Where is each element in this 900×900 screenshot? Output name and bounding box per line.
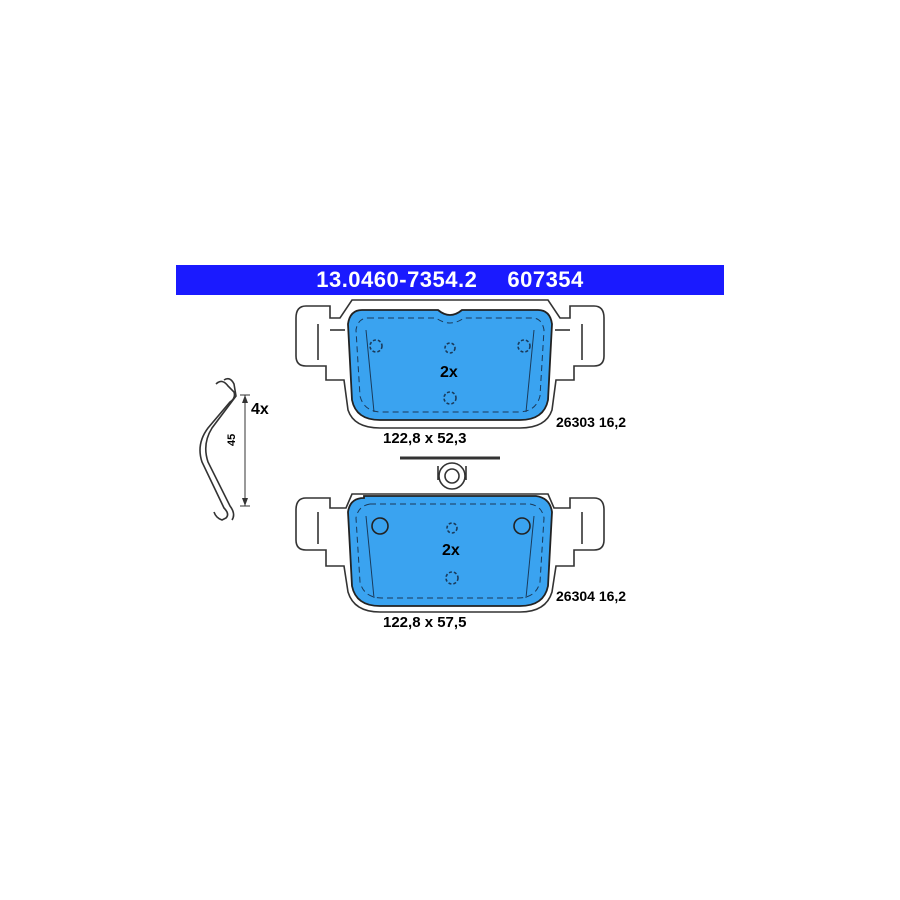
- pad-top-quantity: 2x: [440, 364, 458, 381]
- anti-rattle-clip-drawing: [199, 377, 250, 521]
- pad-chamfer-left-b: [365, 515, 375, 599]
- hole-right-top: [517, 339, 531, 353]
- clip-wire-outer: [199, 380, 236, 521]
- friction-material-bottom: [347, 495, 553, 607]
- article-number: 607354: [507, 267, 584, 292]
- hole-left-bottom: [371, 517, 389, 535]
- hole-center-bottom: [446, 522, 458, 534]
- pad-chamfer-right-top: [525, 329, 535, 413]
- pad-bottom-quantity: 2x: [442, 542, 460, 559]
- pad-contour-bottom: [355, 503, 545, 599]
- pad-top-dimensions: 122,8 x 52,3: [383, 430, 467, 447]
- spring-eye-outer: [438, 462, 466, 490]
- wear-indicator-icon: [443, 391, 457, 405]
- spring-eye-inner: [444, 468, 460, 484]
- friction-material-top: [347, 309, 553, 421]
- pad-bottom-dimensions: 122,8 x 57,5: [383, 614, 467, 631]
- pad-top-code: 26303 16,2: [556, 414, 627, 430]
- brake-pad-top: [295, 299, 605, 429]
- hole-center-top: [444, 342, 456, 354]
- pad-chamfer-right-b: [525, 515, 535, 599]
- pad-chamfer-left-top: [365, 329, 375, 413]
- backing-plate-top: [295, 299, 605, 429]
- clip-quantity: 4x: [251, 401, 269, 418]
- brake-pad-bottom: [295, 456, 605, 613]
- backing-plate-bottom: [295, 493, 605, 613]
- title-bar: 13.0460-7354.2 607354: [176, 265, 724, 295]
- pad-contour-top: [355, 317, 545, 413]
- clip-dimension: 45: [226, 433, 238, 446]
- pad-bottom-code: 26304 16,2: [556, 588, 627, 604]
- part-number: 13.0460-7354.2: [316, 267, 478, 292]
- spring-bracket: [437, 466, 467, 480]
- hole-left-top: [369, 339, 383, 353]
- clip-wire-inner: [204, 377, 237, 521]
- wear-indicator-bottom-icon: [445, 571, 459, 585]
- hole-right-bottom: [513, 517, 531, 535]
